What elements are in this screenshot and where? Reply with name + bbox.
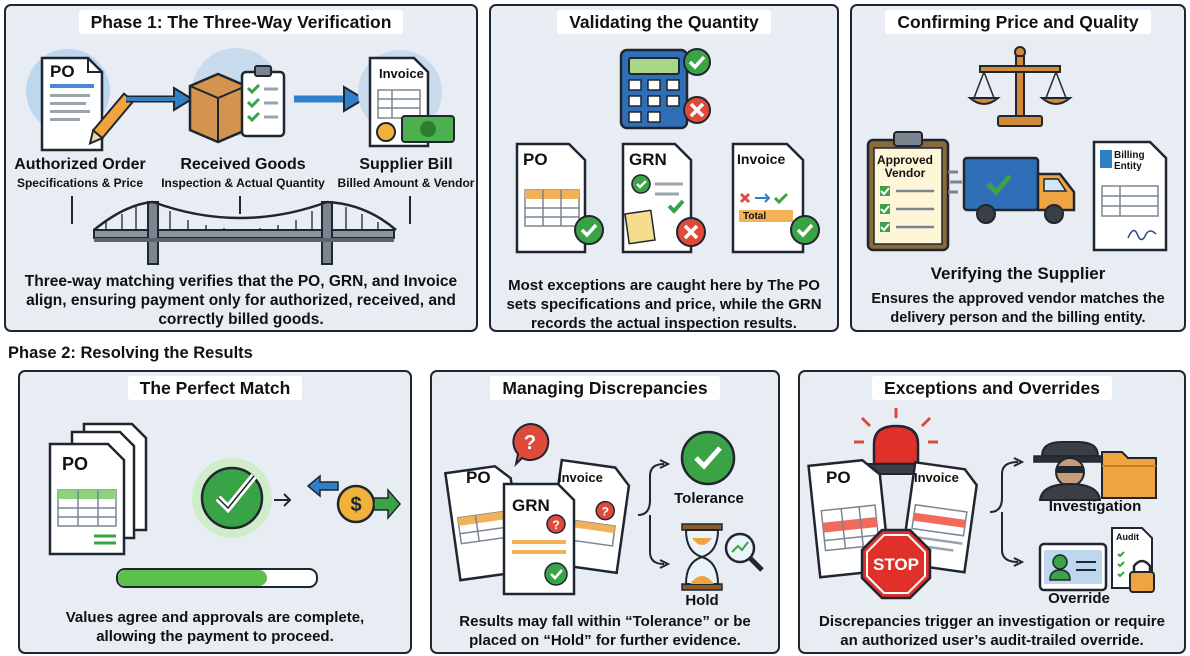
phase2-heading: Phase 2: Resolving the Results <box>8 344 253 362</box>
approved-vendor-clipboard-icon <box>866 131 950 252</box>
override-label: Override <box>1048 590 1110 607</box>
panel-perfect-match: The Perfect Match PO $ Values agree and … <box>18 370 412 654</box>
invoice-doc-label: Invoice <box>558 470 603 485</box>
total-label: Total <box>743 211 767 222</box>
panel-title: The Perfect Match <box>127 376 303 400</box>
discrepancy-documents-icon: ? ? <box>443 458 631 596</box>
panel-three-way-verification: Phase 1: The Three-Way Verification PO <box>4 4 478 332</box>
stop-sign-label: STOP <box>873 555 919 574</box>
po-doc-label: PO <box>466 468 491 487</box>
panel-confirming-price: Confirming Price and Quality Approved Ve… <box>850 4 1186 332</box>
stop-sign-icon <box>860 528 932 600</box>
checkmark-icon <box>192 458 292 538</box>
panel-title: Phase 1: The Three-Way Verification <box>78 10 404 34</box>
branch-arrow-icon <box>637 459 671 569</box>
detective-folder-icon <box>1033 441 1157 501</box>
document-stack-icon <box>48 422 148 556</box>
progress-fill <box>118 570 267 586</box>
received-goods-clipboard-icon <box>188 48 286 144</box>
po-doc-label: PO <box>50 62 75 81</box>
invoice-doc-label: Invoice <box>379 66 424 81</box>
tolerance-label: Tolerance <box>674 490 744 507</box>
po-document-icon <box>515 142 604 254</box>
quantity-caption: Most exceptions are caught here by The P… <box>506 277 822 332</box>
panel-exceptions-overrides: Exceptions and Overrides PO Invoice STOP <box>798 370 1186 654</box>
billing-entity-label: Billing Entity <box>1114 150 1145 172</box>
panel-title: Validating the Quantity <box>557 10 771 34</box>
panel-title: Exceptions and Overrides <box>872 376 1112 400</box>
po-doc-label: PO <box>826 468 851 487</box>
invoice-document-icon <box>731 142 820 254</box>
price-caption: Ensures the approved vendor matches the … <box>871 291 1165 326</box>
billing-entity-document-icon <box>1092 140 1168 252</box>
discrepancies-caption: Results may fall within “Tolerance” or b… <box>459 613 751 649</box>
panel-title: Managing Discrepancies <box>490 376 720 400</box>
po-document-icon <box>26 49 135 152</box>
panel-validating-quantity: Validating the Quantity PO GRN <box>489 4 839 332</box>
svg-text:?: ? <box>552 518 559 532</box>
audit-label: Audit <box>1116 532 1139 542</box>
svg-text:$: $ <box>350 494 361 516</box>
perfect-caption: Values agree and approvals are complete,… <box>65 609 365 645</box>
delivery-truck-icon <box>948 156 1076 224</box>
question-bubble-icon: ? <box>512 422 550 468</box>
hourglass-magnifier-icon <box>681 523 764 591</box>
panel-managing-discrepancies: Managing Discrepancies ? ? ? PO GRN Invo… <box>430 370 780 654</box>
investigation-label: Investigation <box>1048 498 1142 515</box>
alarm-light-icon <box>854 408 938 475</box>
panel-title: Confirming Price and Quality <box>885 10 1151 34</box>
invoice-doc-label: Invoice <box>737 151 786 167</box>
tolerance-check-icon <box>680 430 736 486</box>
phase1-caption: Three-way matching verifies that the PO,… <box>24 273 458 328</box>
arrow-right-icon <box>126 86 194 112</box>
calculator-icon <box>619 48 711 130</box>
svg-text:?: ? <box>524 432 536 454</box>
po-doc-label: PO <box>62 454 89 474</box>
grn-doc-label: GRN <box>512 496 550 515</box>
hold-label: Hold <box>685 592 719 609</box>
branch-arrow-icon <box>989 457 1025 567</box>
invoice-money-icon <box>358 50 455 148</box>
po-doc-label: PO <box>523 150 548 169</box>
scale-icon <box>967 46 1073 127</box>
progress-bar <box>116 568 318 588</box>
id-badge-lock-icon <box>1038 527 1155 593</box>
approved-vendor-label: Approved Vendor <box>876 153 933 180</box>
grn-document-icon <box>621 142 706 254</box>
payment-coin-icon: $ <box>306 474 401 524</box>
verifying-supplier-heading: Verifying the Supplier <box>930 264 1106 283</box>
arrow-right-icon <box>294 85 366 113</box>
svg-text:?: ? <box>600 504 609 519</box>
grn-doc-label: GRN <box>629 150 667 169</box>
bridge-icon <box>71 196 411 265</box>
invoice-doc-label: Invoice <box>914 470 959 485</box>
exceptions-caption: Discrepancies trigger an investigation o… <box>819 613 1165 649</box>
